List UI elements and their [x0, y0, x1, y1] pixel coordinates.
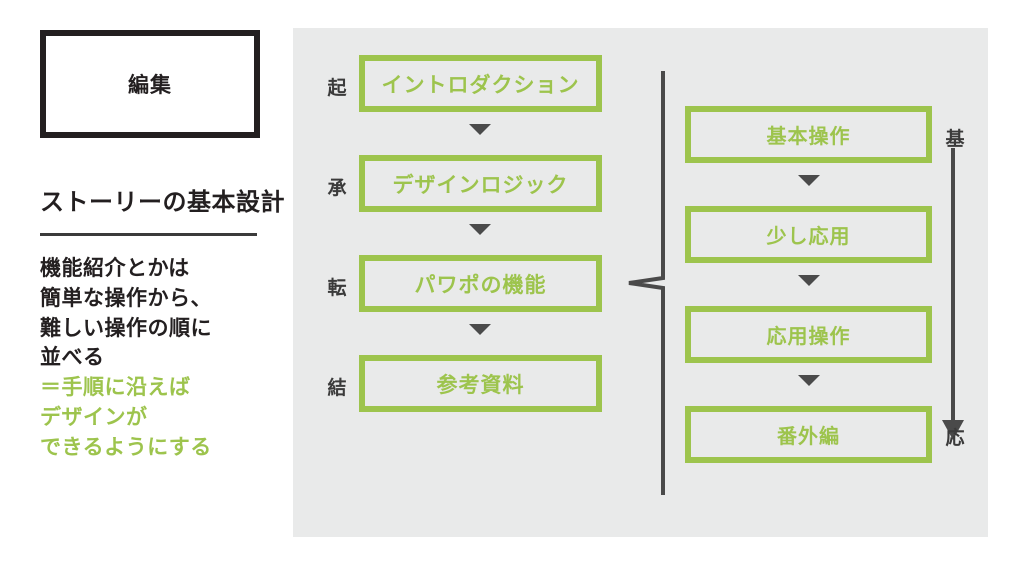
diagram-panel: 起 承 転 結 イントロダクション デザインロジック パワポの機能 参考資料 基…	[293, 28, 988, 537]
sub-flow-box-light-application[interactable]: 少し応用	[685, 206, 932, 263]
left-column: 編集 ストーリーの基本設計 機能紹介とかは 簡単な操作から、 難しい操作の順に …	[40, 30, 285, 463]
edit-badge: 編集	[40, 30, 260, 138]
body-line: 機能紹介とかは	[40, 256, 190, 280]
stage-label-ten: 転	[327, 277, 347, 299]
body-line: 簡単な操作から、	[40, 285, 212, 310]
body-line-accent: デザインが	[40, 405, 148, 430]
page-title: ストーリーの基本設計	[40, 188, 285, 216]
sub-flow-box-advanced-operation[interactable]: 応用操作	[685, 306, 932, 363]
body-line: 並べる	[40, 345, 105, 370]
range-label-basic: 基	[945, 128, 965, 150]
stage-label-sho: 承	[327, 177, 347, 199]
sub-flow-box-basic-operation[interactable]: 基本操作	[685, 106, 932, 163]
body-line: 難しい操作の順に	[40, 315, 212, 340]
stage-label-ketsu: 結	[327, 377, 347, 399]
sub-flow-box-extra-edition[interactable]: 番外編	[685, 406, 932, 463]
title-divider	[40, 233, 257, 236]
triangle-down-icon	[798, 275, 820, 286]
triangle-down-icon	[469, 324, 491, 335]
triangle-down-icon	[798, 375, 820, 386]
body-line-accent: できるようにする	[40, 434, 212, 459]
range-label-advanced: 応	[945, 427, 965, 449]
main-flow-box-introduction[interactable]: イントロダクション	[359, 55, 602, 112]
stage-label-ki: 起	[327, 77, 347, 99]
triangle-down-icon	[469, 224, 491, 235]
triangle-down-icon	[469, 124, 491, 135]
main-flow-box-design-logic[interactable]: デザインロジック	[359, 155, 602, 212]
main-flow-box-reference[interactable]: 参考資料	[359, 355, 602, 412]
left-body-text: 機能紹介とかは 簡単な操作から、 難しい操作の順に 並べる ＝手順に沿えば デザ…	[40, 254, 270, 463]
body-line-accent: ＝手順に沿えば	[40, 375, 191, 400]
triangle-down-icon	[798, 175, 820, 186]
main-flow-box-powerpoint-features[interactable]: パワポの機能	[359, 255, 602, 312]
arrow-down-icon	[942, 148, 964, 440]
left-brace-icon	[628, 71, 665, 495]
